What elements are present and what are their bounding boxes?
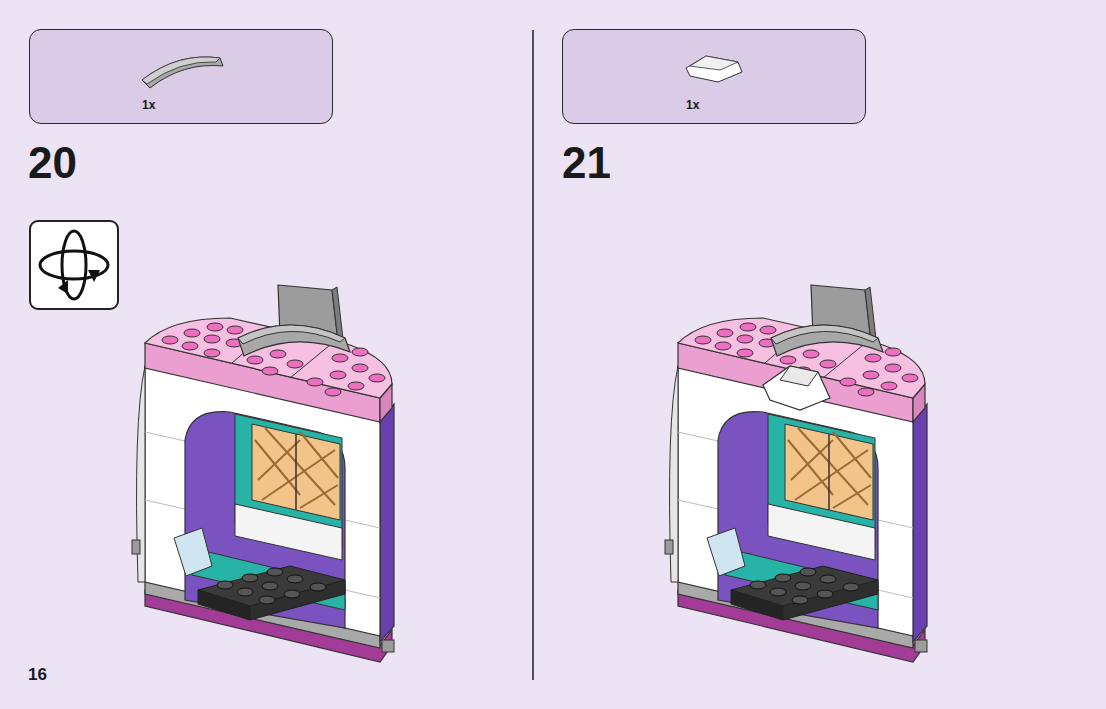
part-count: 1x: [686, 99, 699, 111]
panel-divider: [532, 30, 534, 680]
parts-callout-fill: [562, 29, 866, 124]
parts-callout: 1x: [29, 29, 333, 124]
curved-slope-part: [142, 57, 223, 88]
rotate-icon: [30, 221, 118, 309]
step-number: 20: [28, 141, 77, 185]
page-number: 16: [28, 666, 47, 683]
step-number: 21: [562, 141, 611, 185]
white-slope: [763, 366, 830, 410]
parts-callout-fill: [29, 29, 333, 124]
slope-part: [686, 56, 742, 82]
part-count: 1x: [142, 99, 155, 111]
parts-callout: 1x: [562, 29, 866, 124]
